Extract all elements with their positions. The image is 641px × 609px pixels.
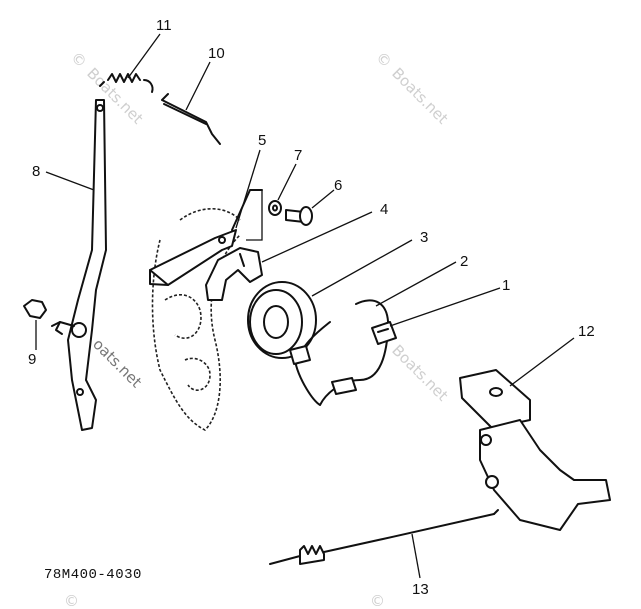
part-1-connector	[371, 321, 397, 345]
leader-lines	[35, 33, 575, 579]
part-12-bracket	[459, 369, 611, 531]
part-3-pulley	[247, 281, 317, 359]
watermark-top-left-text: Boats.net	[83, 64, 147, 128]
callout-1: 1	[502, 277, 510, 294]
callout-7: 7	[294, 147, 302, 164]
leader-6	[311, 189, 335, 209]
part-2-harness	[289, 299, 390, 406]
callout-9: 9	[28, 351, 36, 368]
watermark-top-right-text: Boats.net	[388, 64, 452, 128]
leader-10	[185, 61, 211, 111]
leader-12	[509, 337, 575, 387]
callout-6: 6	[334, 177, 342, 194]
leader-1	[389, 287, 501, 327]
watermark-mid-left: oats.net	[89, 335, 145, 391]
leader-5	[235, 149, 261, 229]
diagram-code: 78M400-4030	[44, 567, 142, 583]
callout-2: 2	[460, 253, 468, 270]
leader-13	[411, 533, 421, 579]
callout-10: 10	[208, 45, 225, 62]
watermark-bottom-left: ©	[64, 592, 79, 609]
callout-5: 5	[258, 132, 266, 149]
leader-bracket-5	[246, 190, 263, 241]
callout-12: 12	[578, 323, 595, 340]
leader-7	[277, 163, 297, 201]
callout-13: 13	[412, 581, 429, 598]
watermark-mid-right-text: Boats.net	[388, 341, 452, 405]
watermark-top-left: © Boats.net	[67, 48, 147, 128]
callout-4: 4	[380, 201, 388, 218]
watermark-top-left-symbol: ©	[67, 48, 90, 71]
part-13-cable	[269, 509, 499, 565]
leader-11	[127, 33, 161, 79]
leader-3	[311, 239, 413, 297]
part-7-washer	[268, 200, 282, 216]
watermark-top-right-symbol: ©	[372, 48, 395, 71]
part-8-lever	[67, 99, 107, 431]
leader-2	[375, 261, 457, 307]
part-5-cam-bracket	[149, 189, 263, 286]
part-6-screw	[285, 206, 313, 226]
callout-11: 11	[156, 17, 172, 34]
callout-3: 3	[420, 229, 428, 246]
watermark-top-right: © Boats.net	[372, 48, 452, 128]
part-9-nut	[23, 299, 75, 335]
watermark-bottom-right: ©	[370, 592, 385, 609]
part-10-link-rod	[161, 93, 221, 145]
leader-8	[45, 171, 95, 191]
callout-8: 8	[32, 163, 40, 180]
leader-4	[261, 211, 373, 263]
part-11-spring	[99, 73, 154, 93]
part-4-cam-plate	[205, 247, 263, 301]
callout-labels: 11 10 8 9 5 7 6 4 3 2 1 12 13	[28, 17, 595, 598]
